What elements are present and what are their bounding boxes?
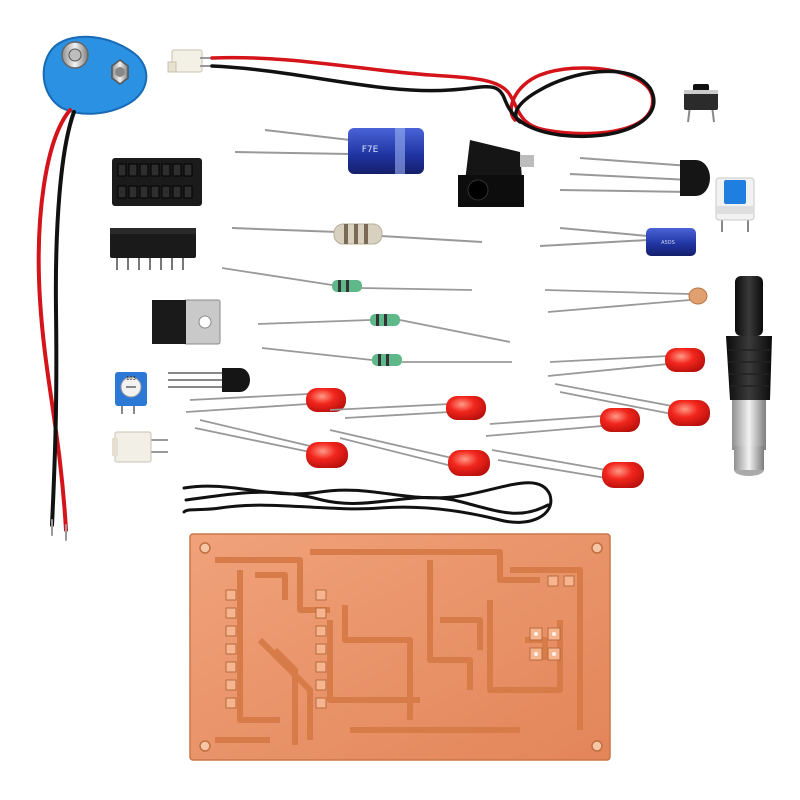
led-6: [491, 449, 644, 488]
voltage-regulator: [96, 299, 221, 345]
led-7: [547, 348, 705, 377]
led-4: [329, 429, 490, 476]
dc-barrel-plug: [726, 276, 772, 476]
push-switch: [715, 177, 755, 232]
resistor-3: [261, 347, 512, 366]
resistor-2: [257, 314, 511, 343]
pcb-traces: [215, 549, 583, 745]
light-sensor: [544, 287, 708, 313]
twisted-wire: [182, 481, 553, 524]
capacitor-small-label: A5DS: [661, 240, 675, 246]
capacitor-large-label: F7E: [362, 145, 379, 155]
electrolytic-capacitor-large: F7E: [234, 128, 424, 174]
battery-wires: [36, 108, 76, 541]
led-1: [185, 388, 346, 413]
dc-jack-socket: [458, 140, 534, 207]
transistor-small: [168, 368, 250, 392]
resistor-large: [231, 223, 483, 245]
trimmer-value-label: 103: [126, 376, 136, 382]
transistor-large: [559, 157, 710, 196]
resistor-1: [221, 267, 473, 292]
jst-connector-top: [167, 49, 215, 73]
trimmer-potentiometer: 103: [115, 372, 147, 414]
led-5: [485, 408, 640, 437]
led-3: [329, 396, 486, 420]
pcb-board: [189, 533, 611, 761]
led-2: [194, 419, 348, 468]
jst-header: [112, 431, 168, 463]
ic-socket: [112, 158, 202, 206]
connector-wires: [210, 55, 656, 138]
led-8: [554, 383, 710, 426]
electrolytic-capacitor-small: A5DS: [539, 227, 696, 256]
tactile-switch-small: [684, 84, 718, 123]
battery-clip: [42, 35, 148, 115]
ic-chip: [110, 228, 196, 270]
